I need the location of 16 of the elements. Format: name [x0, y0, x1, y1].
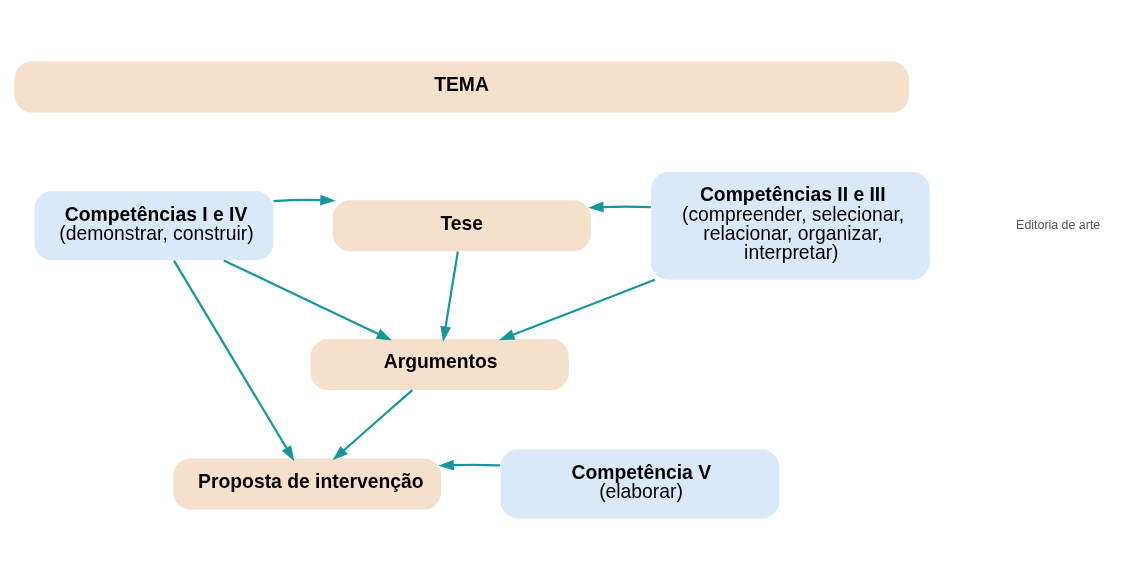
arrow	[440, 251, 459, 342]
arrow	[438, 459, 501, 471]
node-box: Argumentos	[310, 339, 569, 391]
node-box: Competências I e IV (demonstrar, construir)	[34, 191, 274, 261]
arrow	[499, 278, 656, 341]
node-box: Proposta de intervenção	[173, 458, 442, 510]
arrow	[332, 389, 413, 461]
node-box: Tese	[332, 200, 591, 252]
arrow	[588, 201, 651, 213]
arrow	[173, 260, 295, 462]
arrow	[223, 259, 392, 341]
arrow	[273, 194, 336, 206]
node-box: Competência V (elaborar)	[500, 449, 780, 519]
node-box: Competências II e III (compreender, selecionar, relacionar, organizar, interpretar)	[650, 171, 930, 280]
node-box: TEMA	[14, 61, 910, 113]
label: Editoria de arte	[1016, 217, 1101, 232]
